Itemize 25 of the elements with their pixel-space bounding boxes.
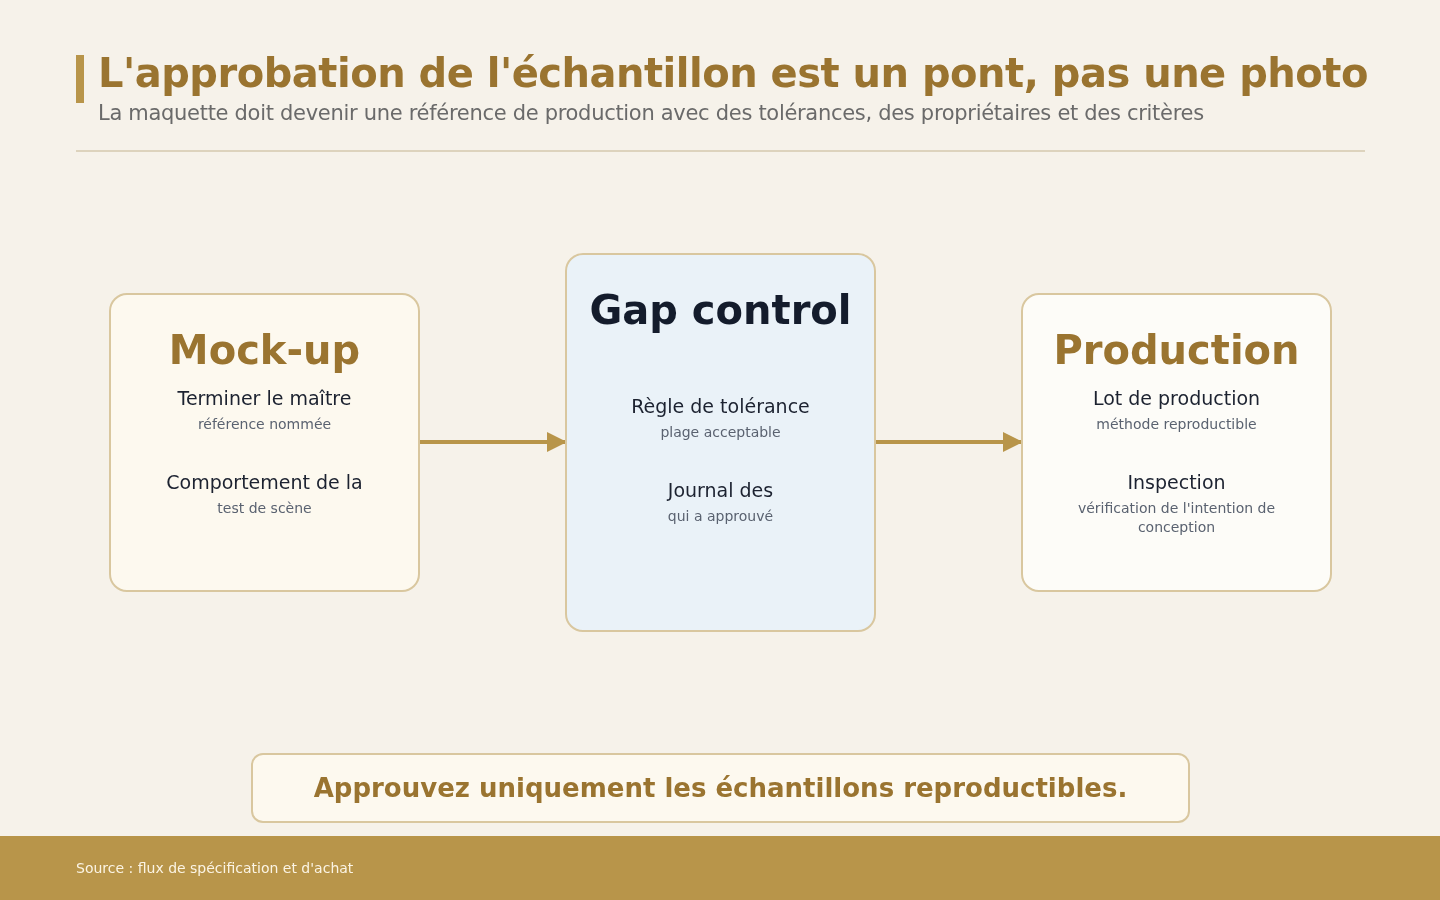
item-title: Comportement de la [166, 470, 363, 493]
stage-card [565, 253, 876, 632]
item-title: Règle de tolérance [631, 395, 810, 417]
card-heading: Gap control [589, 287, 852, 333]
item-subtitle: référence nommée [197, 415, 332, 434]
title: L'approbation de l'échantillon est un pont, pas une photo [98, 50, 1368, 96]
item-title: Journal des [667, 478, 774, 501]
item-title: Terminer le maître [177, 387, 352, 409]
card-heading: Mock-up [168, 327, 361, 373]
item-title: Lot de production [1092, 387, 1261, 409]
card-heading: Production [1053, 327, 1300, 373]
subtitle: La maquette doit devenir une référence de production avec des tolérances, des propriétaires et des critères [98, 101, 1204, 125]
item-subtitle: plage acceptable [660, 423, 781, 442]
item-subtitle: vérification de l'intention de conception [1076, 498, 1277, 538]
item-title: Inspection [1127, 470, 1226, 493]
source-note: Source : flux de spécification et d'achat [76, 860, 354, 876]
stage-card [1021, 293, 1332, 592]
callout-banner [251, 753, 1190, 823]
banner-text: Approuvez uniquement les échantillons reproductibles. [313, 773, 1128, 803]
item-subtitle: qui a approuvé [667, 506, 774, 526]
arrow [420, 432, 567, 452]
item-subtitle: méthode reproductible [1096, 415, 1257, 434]
stage-card [109, 293, 420, 592]
arrow [876, 432, 1023, 452]
item-subtitle: test de scène [217, 498, 312, 518]
